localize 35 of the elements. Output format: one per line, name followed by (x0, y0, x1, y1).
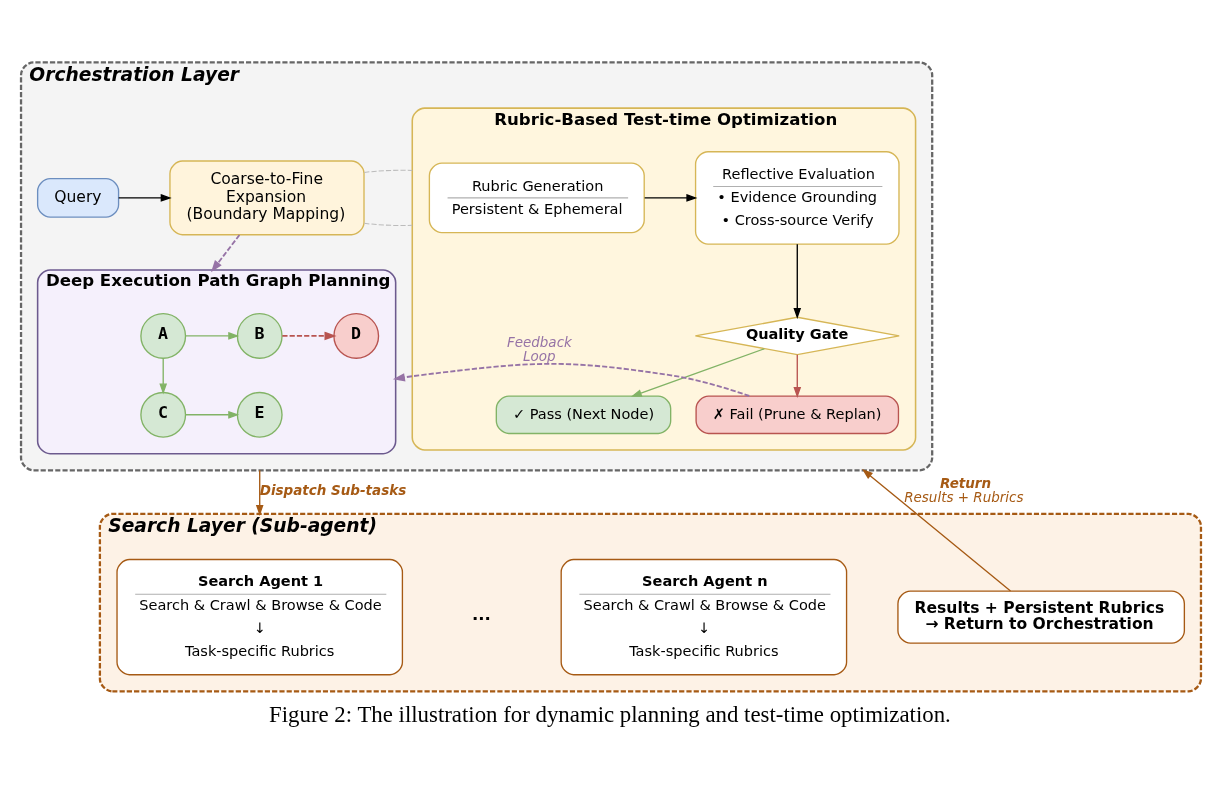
arrow (255, 469, 264, 516)
label: ... (471, 605, 491, 625)
caption: Figure 2: The illustration for dynamic planning and test-time optimization. (269, 702, 951, 728)
arrow (643, 194, 698, 202)
node-circle: C (140, 391, 187, 438)
arrow (159, 357, 168, 395)
node-circle: A (140, 312, 187, 359)
arrow (862, 469, 1012, 592)
arrow (793, 243, 802, 319)
arrow (392, 362, 751, 397)
node-box: ✗ Fail (Prune & Replan) (695, 395, 900, 435)
edge-label: Return Results + Rubrics (904, 475, 1024, 505)
node-box: Search Agent 1 Search & Crawl & Browse & Code ↓ Task-specific Rubrics (116, 558, 404, 676)
arrow (211, 234, 241, 273)
edge-label: Dispatch Sub-tasks (259, 481, 407, 498)
edge-label: Feedback Loop (506, 334, 572, 364)
arrow (281, 331, 337, 341)
node-box: Search Agent n Search & Crawl & Browse & Code ↓ Task-specific Rubrics (560, 558, 848, 676)
node-diamond: Quality Gate (694, 316, 900, 356)
node-box: Reflective Evaluation • Evidence Grounding • Cross-source Verify (694, 151, 900, 245)
node-circle: B (236, 312, 283, 359)
arrow (185, 410, 240, 419)
node-box: Coarse-to-Fine Expansion (Boundary Mapping) (169, 160, 365, 236)
connector (363, 169, 413, 173)
connector (363, 222, 413, 227)
node-box: Results + Persistent Rubrics → Return to Orchestration (897, 590, 1186, 644)
node-box: ✓ Pass (Next Node) (495, 395, 672, 435)
node-circle: D (333, 312, 380, 359)
arrow (793, 354, 802, 399)
node-box: Query (36, 178, 120, 218)
node-box: Rubric Generation Persistent & Ephemeral (428, 162, 645, 234)
arrow (630, 348, 765, 397)
arrow (118, 194, 172, 202)
node-circle: E (236, 391, 283, 438)
arrow (185, 332, 240, 340)
